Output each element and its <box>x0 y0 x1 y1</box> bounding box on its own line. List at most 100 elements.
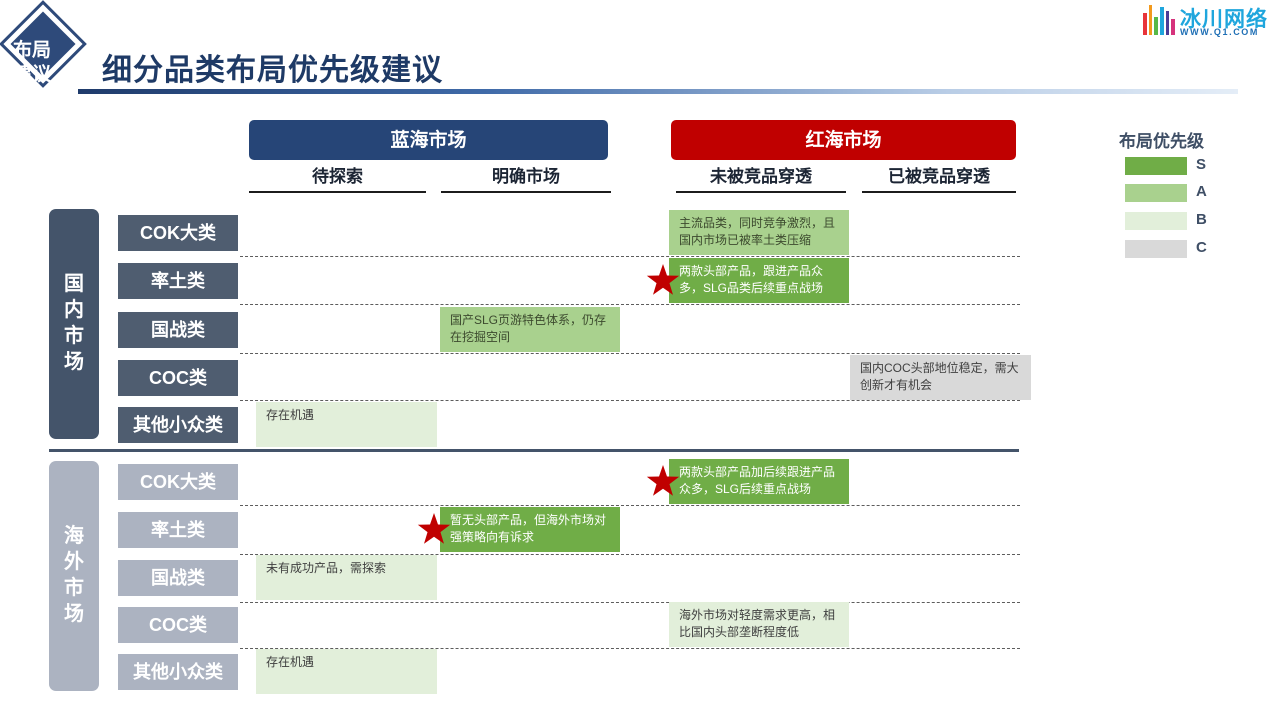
row-divider <box>240 304 1020 305</box>
priority-cell-s: 暂无头部产品，但海外市场对强策略向有诉求 <box>440 507 620 552</box>
vertical-char: 国 <box>64 273 84 295</box>
star-icon <box>646 465 680 496</box>
logo-bar <box>1154 17 1159 35</box>
row-divider <box>240 648 1020 649</box>
cell-text: 两款头部产品，跟进产品众多，SLG品类后续重点战场 <box>679 264 824 295</box>
red-ocean-header: 红海市场 <box>671 120 1016 160</box>
vertical-char: 海 <box>64 525 84 547</box>
row-divider <box>240 256 1020 257</box>
vertical-char: 场 <box>64 603 84 625</box>
title-underline <box>78 89 1238 94</box>
cell-text: 暂无头部产品，但海外市场对强策略向有诉求 <box>450 513 607 544</box>
legend-item-c: C <box>1125 239 1235 259</box>
section-divider <box>49 449 1019 452</box>
priority-cell-b: 海外市场对轻度需求更高，相比国内头部垄断程度低 <box>669 602 849 647</box>
vertical-char: 外 <box>64 551 84 573</box>
row-divider <box>240 505 1020 506</box>
cell-text: 未有成功产品，需探索 <box>266 561 387 575</box>
domestic-row-cok: COK大类 主流品类，同时竞争激烈，且国内市场已被率土类压缩 <box>0 209 1280 257</box>
vertical-char: 市 <box>64 577 84 599</box>
cell-text: 主流品类，同时竞争激烈，且国内市场已被率土类压缩 <box>679 216 836 247</box>
legend-swatch <box>1125 157 1187 175</box>
blue-ocean-header: 蓝海市场 <box>249 120 608 160</box>
page-title: 细分品类布局优先级建议 <box>102 54 443 87</box>
logo-bar <box>1160 7 1164 35</box>
domestic-row-coc: COC类 国内COC头部地位稳定，需大创新才有机会 <box>0 354 1280 402</box>
row-label: 国战类 <box>118 312 238 348</box>
cell-text: 国产SLG页游特色体系，仍存在挖掘空间 <box>450 313 607 344</box>
overseas-market-label: 海外市场 <box>49 523 99 627</box>
overseas-market-block: 海外市场 <box>49 461 99 691</box>
cell-text: 存在机遇 <box>266 655 315 669</box>
overseas-row-cok: COK大类 两款头部产品加后续跟进产品众多，SLG后续重点战场 <box>0 458 1280 506</box>
star-shape <box>646 465 680 496</box>
row-label: COK大类 <box>118 464 238 500</box>
row-label: 率土类 <box>118 263 238 299</box>
overseas-row-shuaitu: 率土类 暂无头部产品，但海外市场对强策略向有诉求 <box>0 506 1280 555</box>
logo-bar <box>1171 19 1176 35</box>
overseas-row-guozhan: 国战类 未有成功产品，需探索 <box>0 554 1280 603</box>
vertical-char: 市 <box>64 325 84 347</box>
row-divider <box>240 353 1020 354</box>
domestic-row-guozhan: 国战类 国产SLG页游特色体系，仍存在挖掘空间 <box>0 306 1280 354</box>
legend-item-s: S <box>1125 156 1235 176</box>
domestic-market-block: 国内市场 <box>49 209 99 439</box>
row-divider <box>240 400 1020 401</box>
logo-bar <box>1143 13 1147 35</box>
priority-cell-a: 国产SLG页游特色体系，仍存在挖掘空间 <box>440 307 620 352</box>
priority-cell-c: 国内COC头部地位稳定，需大创新才有机会 <box>850 355 1031 400</box>
column-header-penetrated: 已被竞品穿透 <box>862 165 1016 193</box>
priority-cell-a: 主流品类，同时竞争激烈，且国内市场已被率土类压缩 <box>669 210 849 255</box>
star-shape <box>417 513 451 544</box>
legend-title: 布局优先级 <box>1119 132 1204 151</box>
legend-label: S <box>1196 156 1207 173</box>
cell-text: 两款头部产品加后续跟进产品众多，SLG后续重点战场 <box>679 465 836 496</box>
legend-swatch <box>1125 184 1187 202</box>
column-header-clear-market: 明确市场 <box>441 165 611 193</box>
star-icon <box>417 513 451 544</box>
star-icon <box>646 264 680 295</box>
row-label: 其他小众类 <box>118 654 238 690</box>
logo-bar <box>1148 5 1153 35</box>
legend-label: B <box>1196 211 1207 228</box>
row-divider <box>240 602 1020 603</box>
priority-cell-s: 两款头部产品加后续跟进产品众多，SLG后续重点战场 <box>669 459 849 504</box>
domestic-market-label: 国内市场 <box>49 271 99 375</box>
section-badge-label: 布局 建议 <box>8 39 56 87</box>
legend-item-a: A <box>1125 183 1235 203</box>
domestic-row-shuaitu: 率土类 两款头部产品，跟进产品众多，SLG品类后续重点战场 <box>0 257 1280 305</box>
priority-cell-b: 存在机遇 <box>256 402 437 447</box>
row-divider <box>240 554 1020 555</box>
vertical-char: 场 <box>64 351 84 373</box>
vertical-char: 内 <box>64 299 84 321</box>
cell-text: 海外市场对轻度需求更高，相比国内头部垄断程度低 <box>679 608 836 639</box>
legend-label: C <box>1196 239 1207 256</box>
legend-label: A <box>1196 183 1207 200</box>
row-label: 其他小众类 <box>118 407 238 443</box>
row-label: COC类 <box>118 360 238 396</box>
cell-text: 国内COC头部地位稳定，需大创新才有机会 <box>860 361 1019 392</box>
star-shape <box>646 264 680 295</box>
domestic-row-niche: 其他小众类 存在机遇 <box>0 401 1280 449</box>
logo-bars-icon <box>1143 5 1176 35</box>
badge-line-1: 布局 <box>12 40 51 61</box>
legend-swatch <box>1125 212 1187 230</box>
legend-item-b: B <box>1125 211 1235 231</box>
logo-bar <box>1165 11 1170 35</box>
legend-swatch <box>1125 240 1187 258</box>
badge-line-2: 建议 <box>12 64 51 85</box>
priority-cell-b: 未有成功产品，需探索 <box>256 555 437 600</box>
company-logo: 冰川网络 WWW.Q1.COM <box>1143 4 1273 38</box>
row-label: COC类 <box>118 607 238 643</box>
overseas-row-niche: 其他小众类 存在机遇 <box>0 648 1280 696</box>
column-header-explore: 待探索 <box>249 165 426 193</box>
row-label: 率土类 <box>118 512 238 548</box>
cell-text: 存在机遇 <box>266 408 315 422</box>
logo-name: 冰川网络 <box>1180 8 1268 31</box>
logo-url: WWW.Q1.COM <box>1180 27 1259 37</box>
row-label: COK大类 <box>118 215 238 251</box>
priority-cell-b: 存在机遇 <box>256 649 437 694</box>
overseas-row-coc: COC类 海外市场对轻度需求更高，相比国内头部垄断程度低 <box>0 601 1280 649</box>
row-label: 国战类 <box>118 560 238 596</box>
column-header-not-penetrated: 未被竞品穿透 <box>676 165 846 193</box>
